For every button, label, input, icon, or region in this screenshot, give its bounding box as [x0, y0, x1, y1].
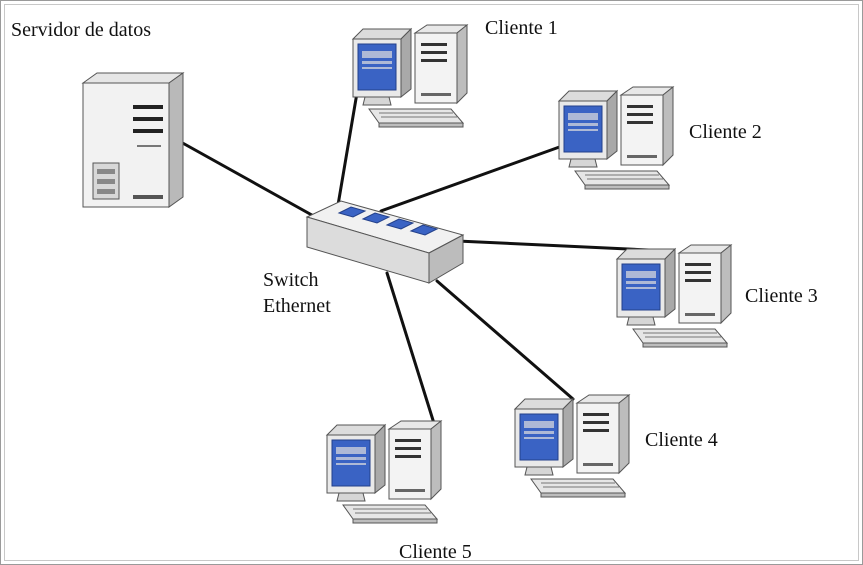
computer-icon-client-4: [514, 394, 630, 498]
cable-client-4: [435, 279, 575, 401]
server-icon: [81, 72, 185, 208]
client-2-label: Cliente 2: [689, 121, 762, 143]
cable-client-2: [379, 143, 567, 213]
client-5-label: Cliente 5: [399, 541, 472, 563]
cable-server: [177, 139, 321, 221]
computer-icon-client-3: [616, 244, 732, 348]
switch-icon: [305, 200, 465, 284]
client-4-label: Cliente 4: [645, 429, 718, 451]
cable-client-1: [335, 79, 361, 213]
client-1-label: Cliente 1: [485, 17, 558, 39]
server-label: Servidor de datos: [11, 19, 151, 41]
computer-icon-client-1: [352, 24, 468, 128]
cables: [177, 79, 673, 435]
client-3-label: Cliente 3: [745, 285, 818, 307]
cable-client-5: [385, 271, 439, 435]
computer-icon-client-2: [558, 86, 674, 190]
switch-label: Switch Ethernet: [263, 269, 331, 317]
computer-icon-client-5: [326, 420, 442, 524]
